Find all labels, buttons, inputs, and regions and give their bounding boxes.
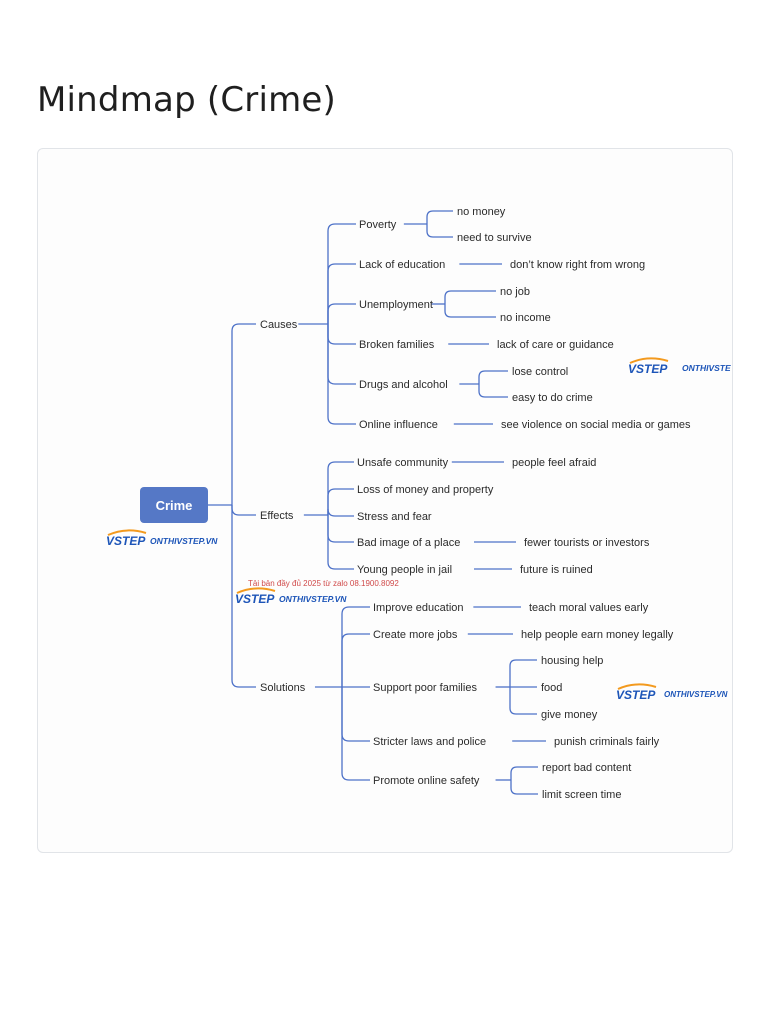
- topic-broken-families[interactable]: Broken families: [359, 339, 435, 351]
- leaf-punish-criminals-fairly[interactable]: punish criminals fairly: [554, 736, 660, 748]
- watermark-logo: VSTEP ONTHIVSTE: [628, 357, 731, 376]
- watermark-notice: Tải bản đầy đủ 2025 từ zalo 08.1900.8092: [248, 579, 399, 588]
- watermark-brand: VSTEP: [628, 362, 668, 376]
- leaf-give-money[interactable]: give money: [541, 709, 598, 721]
- topic-promote-online-safety[interactable]: Promote online safety: [373, 775, 480, 787]
- leaf-food[interactable]: food: [541, 682, 562, 694]
- leaf-report-bad-content[interactable]: report bad content: [542, 762, 631, 774]
- leaf-lose-control[interactable]: lose control: [512, 366, 568, 378]
- root-node[interactable]: Crime: [140, 487, 208, 523]
- topic-young-people-in-jail[interactable]: Young people in jail: [357, 564, 452, 576]
- watermark-logo: VSTEP ONTHIVSTEP.VN: [616, 683, 728, 702]
- topic-online-influence[interactable]: Online influence: [359, 419, 438, 431]
- topic-poverty[interactable]: Poverty: [359, 219, 397, 231]
- leaf-people-feel-afraid[interactable]: people feel afraid: [512, 457, 596, 469]
- watermark-brand: VSTEP: [106, 534, 146, 548]
- topic-drugs-and-alcohol[interactable]: Drugs and alcohol: [359, 379, 448, 391]
- leaf-future-is-ruined[interactable]: future is ruined: [520, 564, 593, 576]
- watermark-logo: VSTEP ONTHIVSTEP.VN: [235, 587, 347, 606]
- root-label: Crime: [156, 498, 193, 513]
- nodes-layer: Causes Poverty no money need to surviveLack…: [260, 206, 691, 801]
- leaf-housing-help[interactable]: housing help: [541, 655, 603, 667]
- topic-lack-of-education[interactable]: Lack of education: [359, 259, 445, 271]
- leaf-see-violence-on-social-media-or-games[interactable]: see violence on social media or games: [501, 419, 691, 431]
- topic-stricter-laws-and-police[interactable]: Stricter laws and police: [373, 736, 486, 748]
- watermark-site: ONTHIVSTEP.VN: [279, 594, 347, 604]
- topic-improve-education[interactable]: Improve education: [373, 602, 464, 614]
- topic-bad-image-of-a-place[interactable]: Bad image of a place: [357, 537, 460, 549]
- leaf-no-job[interactable]: no job: [500, 286, 530, 298]
- leaf-lack-of-care-or-guidance[interactable]: lack of care or guidance: [497, 339, 614, 351]
- leaf-fewer-tourists-or-investors[interactable]: fewer tourists or investors: [524, 537, 650, 549]
- leaf-no-income[interactable]: no income: [500, 312, 551, 324]
- topic-loss-of-money-and-property[interactable]: Loss of money and property: [357, 484, 494, 496]
- leaf-don-t-know-right-from-wrong[interactable]: don’t know right from wrong: [510, 259, 645, 271]
- leaf-help-people-earn-money-legally[interactable]: help people earn money legally: [521, 629, 674, 641]
- branch-solutions[interactable]: Solutions: [260, 682, 306, 694]
- topic-create-more-jobs[interactable]: Create more jobs: [373, 629, 458, 641]
- leaf-no-money[interactable]: no money: [457, 206, 506, 218]
- links-layer: [208, 210, 546, 795]
- watermark-site: ONTHIVSTEP.VN: [664, 690, 728, 699]
- topic-support-poor-families[interactable]: Support poor families: [373, 682, 477, 694]
- topic-stress-and-fear[interactable]: Stress and fear: [357, 511, 432, 523]
- watermark-logo: VSTEP ONTHIVSTEP.VN: [106, 529, 218, 548]
- topic-unsafe-community[interactable]: Unsafe community: [357, 457, 449, 469]
- branch-effects[interactable]: Effects: [260, 510, 294, 522]
- page-title: Mindmap (Crime): [37, 80, 336, 120]
- topic-unemployment[interactable]: Unemployment: [359, 299, 433, 311]
- mindmap-canvas: Causes Poverty no money need to surviveLack…: [106, 206, 731, 801]
- leaf-easy-to-do-crime[interactable]: easy to do crime: [512, 392, 593, 404]
- watermark-brand: VSTEP: [235, 592, 275, 606]
- branch-causes[interactable]: Causes: [260, 319, 298, 331]
- leaf-limit-screen-time[interactable]: limit screen time: [542, 789, 621, 801]
- leaf-teach-moral-values-early[interactable]: teach moral values early: [529, 602, 649, 614]
- watermark-site: ONTHIVSTEP.VN: [150, 536, 218, 546]
- watermark-brand: VSTEP: [616, 688, 656, 702]
- watermark-site: ONTHIVSTE: [682, 363, 731, 373]
- leaf-need-to-survive[interactable]: need to survive: [457, 232, 532, 244]
